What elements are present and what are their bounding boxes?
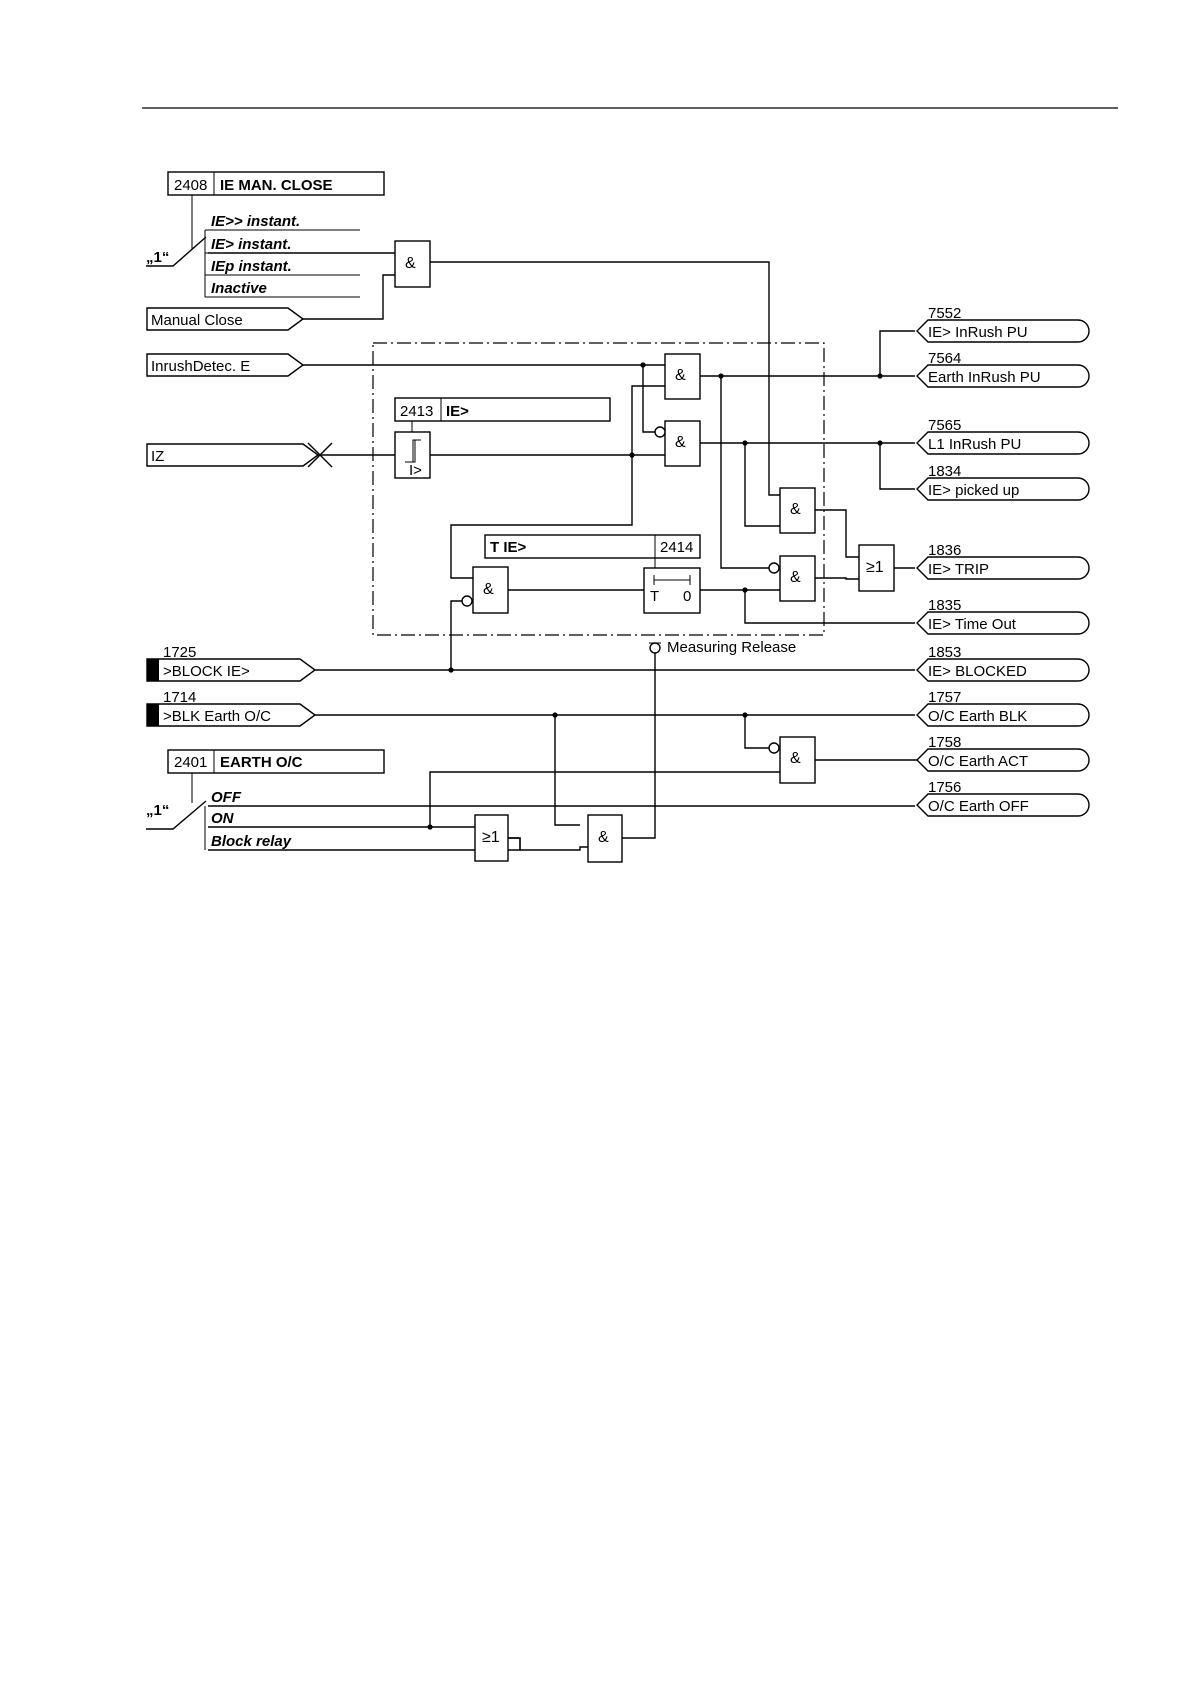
input-inrush-label: InrushDetec. E [151,358,250,375]
switch-2408-value: „1“ [146,249,169,266]
outputs: 7552 IE> InRush PU 7564 Earth InRush PU … [916,305,1090,817]
output-1756: 1756 O/C Earth OFF [916,779,1090,817]
output-1836: 1836 IE> TRIP [916,542,1090,580]
output-1853: 1853 IE> BLOCKED [916,644,1090,682]
output-7565: 7565 L1 InRush PU [916,417,1090,455]
switch-option-on: ON [211,810,235,827]
measuring-release-label: Measuring Release [667,639,796,656]
switch-option-ie-high: IE>> instant. [211,213,300,230]
input-iz-label: IZ [151,448,164,465]
measuring-release-frame [372,342,825,636]
param-2413-box[interactable]: 2413 IE> [394,397,611,422]
gate-and-timeout-trip: & [768,555,816,602]
svg-text:7564: 7564 [928,350,961,367]
svg-text:O/C Earth ACT: O/C Earth ACT [928,753,1028,770]
svg-text:&: & [598,829,609,846]
switch-2401-value: „1“ [146,802,169,819]
svg-text:&: & [790,569,801,586]
gate-and-release: & [587,814,623,863]
param-2414-number: 2414 [660,539,693,556]
param-2401-box[interactable]: 2401 EARTH O/C [167,749,385,774]
svg-text:1758: 1758 [928,734,961,751]
output-1835: 1835 IE> Time Out [916,597,1090,635]
param-2414-name: T IE> [490,539,527,556]
output-1834: 1834 IE> picked up [916,463,1090,501]
output-7552: 7552 IE> InRush PU [916,305,1090,343]
switch-option-inactive: Inactive [211,280,267,297]
comparator-ie: I> [394,421,431,479]
timer-t-ie: T 0 [643,558,701,614]
svg-text:IE> Time Out: IE> Time Out [928,616,1017,633]
svg-text:&: & [675,367,686,384]
gate-and-inrush-b: & [654,420,701,467]
gate-or-trip: ≥1 [858,544,895,592]
svg-text:IE> TRIP: IE> TRIP [928,561,989,578]
input-manual-close-label: Manual Close [151,312,243,329]
svg-text:&: & [675,434,686,451]
input-manual-close: Manual Close [146,307,305,331]
svg-text:L1 InRush PU: L1 InRush PU [928,436,1021,453]
svg-text:Earth InRush PU: Earth InRush PU [928,369,1041,386]
svg-text:&: & [790,501,801,518]
gate-and-block: & [461,566,509,614]
param-2408-name: IE MAN. CLOSE [220,177,333,194]
switch-option-iep-instant: IEp instant. [211,258,292,275]
param-2414-box[interactable]: T IE> 2414 [484,534,701,559]
gate-and-earth-act: & [768,736,816,784]
svg-text:1836: 1836 [928,542,961,559]
svg-text:O/C Earth BLK: O/C Earth BLK [928,708,1027,725]
junctions [427,362,883,830]
svg-text:1834: 1834 [928,463,961,480]
param-2401-name: EARTH O/C [220,754,303,771]
input-blk-earth: 1714 >BLK Earth O/C [146,689,317,727]
output-7564: 7564 Earth InRush PU [916,350,1090,388]
iz-cross-marker [307,442,333,468]
svg-text:&: & [790,750,801,767]
comparator-label: I> [409,462,422,479]
svg-text:1853: 1853 [928,644,961,661]
gate-and-manual-trip: & [779,487,816,534]
switch-option-ie-instant: IE> instant. [211,236,291,253]
input-blk-earth-number: 1714 [163,689,196,706]
svg-text:O/C Earth OFF: O/C Earth OFF [928,798,1029,815]
svg-text:≥1: ≥1 [866,559,884,576]
param-2413-name: IE> [446,403,469,420]
param-2413-number: 2413 [400,403,433,420]
param-2408-box[interactable]: 2408 IE MAN. CLOSE [167,171,385,196]
gate-or-earth: ≥1 [474,814,509,862]
output-1757: 1757 O/C Earth BLK [916,689,1090,727]
param-2401-number: 2401 [174,754,207,771]
svg-text:7565: 7565 [928,417,961,434]
switch-2408[interactable]: „1“ IE>> instant. IE> instant. IEp insta… [146,195,360,298]
svg-text:1756: 1756 [928,779,961,796]
input-iz: IZ [146,443,320,467]
input-block-ie-number: 1725 [163,644,196,661]
switch-2401[interactable]: „1“ OFF ON Block relay [146,773,292,850]
svg-text:&: & [483,581,494,598]
svg-text:IE> picked up: IE> picked up [928,482,1019,499]
svg-text:IE> BLOCKED: IE> BLOCKED [928,663,1027,680]
svg-text:≥1: ≥1 [482,829,500,846]
svg-text:1835: 1835 [928,597,961,614]
timer-t-label: T [650,588,659,605]
switch-option-off: OFF [211,789,242,806]
gate-and-inrush-a: & [664,353,701,400]
svg-text:7552: 7552 [928,305,961,322]
input-inrush: InrushDetec. E [146,353,305,377]
gate-and-manual: & [394,240,431,288]
timer-zero-label: 0 [683,588,691,605]
measuring-release: Measuring Release [649,639,796,656]
output-1758: 1758 O/C Earth ACT [916,734,1090,772]
param-2408-number: 2408 [174,177,207,194]
svg-text:1757: 1757 [928,689,961,706]
input-block-ie-label: >BLOCK IE> [163,663,250,680]
svg-text:&: & [405,255,416,272]
svg-text:IE> InRush PU: IE> InRush PU [928,324,1028,341]
input-block-ie: 1725 >BLOCK IE> [146,644,317,682]
input-blk-earth-label: >BLK Earth O/C [163,708,271,725]
switch-option-block-relay: Block relay [211,833,292,850]
